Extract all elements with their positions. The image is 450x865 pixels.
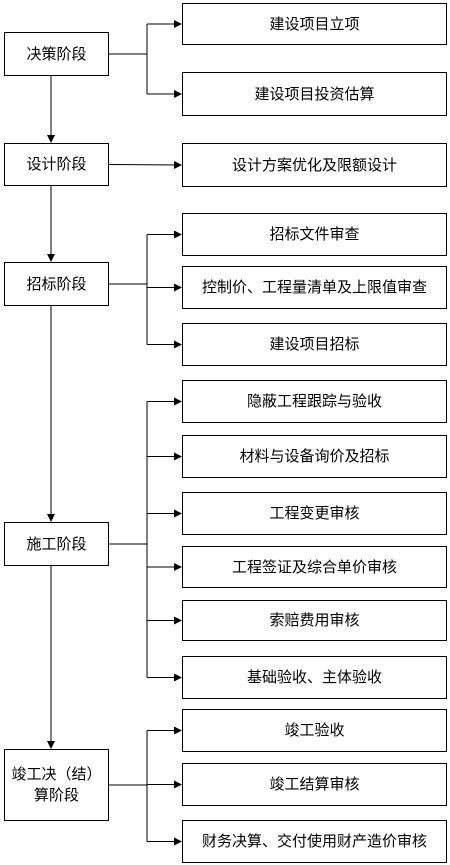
task-label: 建设项目立项	[269, 14, 360, 33]
task-box: 招标文件审查	[182, 213, 447, 256]
task-label: 工程签证及综合单价审核	[231, 557, 397, 576]
task-label: 建设项目投资估算	[254, 84, 375, 103]
stage-label: 设计阶段	[26, 155, 87, 173]
stage-bidding: 招标阶段	[4, 262, 109, 306]
task-box: 工程签证及综合单价审核	[182, 546, 447, 588]
stage-label: 招标阶段	[26, 274, 87, 293]
task-box: 财务决算、交付使用财产造价审核	[182, 820, 447, 863]
task-label: 财务决算、交付使用财产造价审核	[201, 832, 427, 850]
task-label: 材料与设备询价及招标	[239, 447, 390, 465]
stage-design: 设计阶段	[4, 143, 109, 186]
stage-decision: 决策阶段	[4, 32, 109, 76]
stage-construction: 施工阶段	[4, 522, 109, 566]
task-label: 基础验收、主体验收	[246, 668, 382, 686]
task-box: 建设项目立项	[182, 3, 447, 45]
task-box: 竣工验收	[182, 709, 447, 752]
task-box: 工程变更审核	[182, 492, 447, 535]
task-box: 建设项目投资估算	[182, 72, 447, 116]
task-label: 设计方案优化及限额设计	[231, 155, 397, 174]
arrow-to-task	[108, 160, 182, 169]
task-label: 招标文件审查	[269, 225, 360, 243]
task-box: 隐蔽工程跟踪与验收	[182, 380, 447, 423]
task-label: 索赔费用审核	[269, 611, 360, 629]
task-label: 建设项目招标	[269, 335, 360, 353]
task-box: 竣工结算审核	[182, 763, 447, 806]
task-label: 隐蔽工程跟踪与验收	[246, 392, 382, 410]
task-box: 设计方案优化及限额设计	[182, 143, 447, 187]
task-label: 工程变更审核	[269, 504, 360, 522]
stage-label: 施工阶段	[26, 534, 87, 553]
stage-completion: 竣工决（结）算阶段	[4, 749, 109, 821]
task-label: 竣工验收	[284, 721, 345, 739]
task-label: 竣工结算审核	[269, 775, 360, 793]
stage-label: 决策阶段	[26, 44, 87, 63]
task-box: 控制价、工程量清单及上限值审查	[182, 266, 447, 309]
stage-label: 竣工决（结）算阶段	[11, 765, 102, 804]
task-box: 建设项目招标	[182, 323, 447, 366]
task-label: 控制价、工程量清单及上限值审查	[201, 278, 427, 296]
task-box: 索赔费用审核	[182, 600, 447, 641]
task-box: 材料与设备询价及招标	[182, 435, 447, 478]
task-box: 基础验收、主体验收	[182, 656, 447, 699]
